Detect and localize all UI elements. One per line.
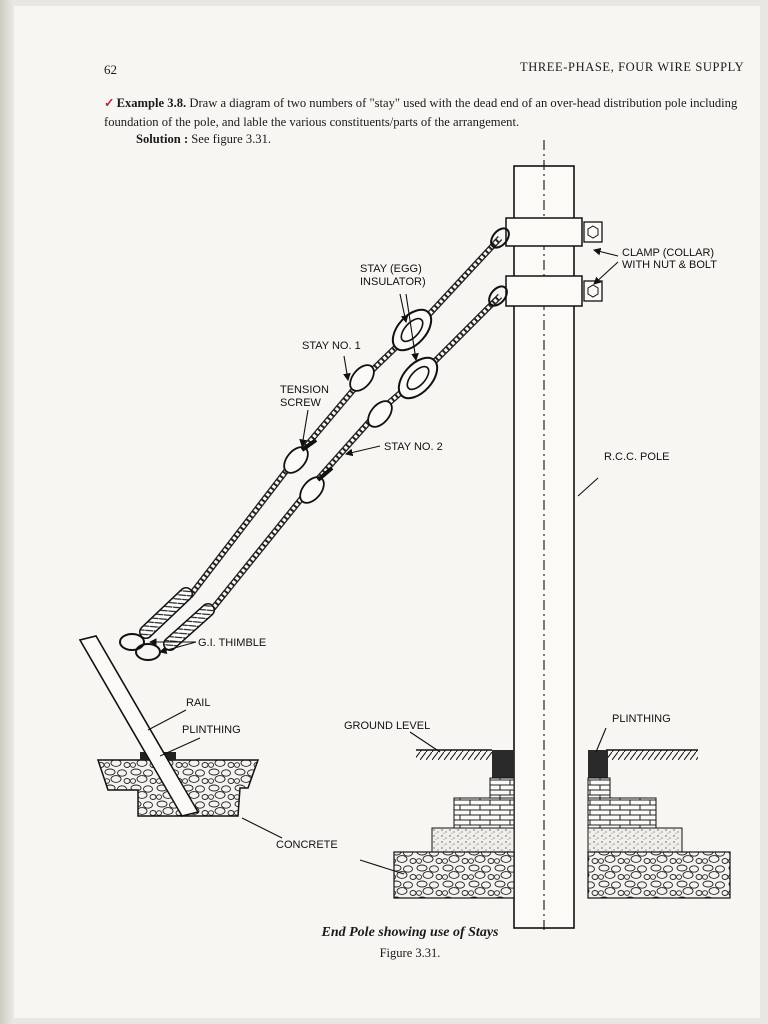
stay2-loop — [367, 400, 393, 428]
example-text: Draw a diagram of two numbers of "stay" … — [104, 96, 738, 129]
page-number: 62 — [104, 62, 117, 77]
gi-thimble-2 — [135, 643, 161, 661]
gi-thimble-1 — [119, 633, 145, 651]
solution-line: Solution : See figure 3.31. — [136, 132, 271, 147]
clamp-upper — [505, 217, 603, 247]
label-stay-insulator-2: INSULATOR) — [360, 276, 426, 288]
checkmark-icon: ✓ — [104, 96, 115, 110]
example-label: Example 3.8. — [116, 96, 187, 110]
label-plinthing-left: PLINTHING — [182, 724, 241, 736]
rcc-pole — [513, 140, 575, 930]
pole-foundation — [393, 749, 731, 899]
label-clamp-1: CLAMP (COLLAR) — [622, 247, 714, 259]
label-concrete: CONCRETE — [276, 839, 338, 851]
stay1-loop — [349, 364, 375, 392]
leader-lines — [147, 247, 619, 875]
label-gi-thimble: G.I. THIMBLE — [198, 637, 266, 649]
solution-text: See figure 3.31. — [191, 132, 272, 146]
wire-grip-1 — [139, 587, 193, 639]
label-stay-insulator-1: STAY (EGG) — [360, 263, 422, 275]
solution-label: Solution : — [136, 132, 189, 146]
label-rail: RAIL — [186, 697, 210, 709]
example-paragraph: ✓Example 3.8. Draw a diagram of two numb… — [104, 94, 754, 132]
label-tension-screw-1: TENSION — [280, 384, 329, 396]
figure-caption: End Pole showing use of Stays — [321, 925, 499, 940]
label-clamp-2: WITH NUT & BOLT — [622, 259, 717, 271]
label-plinthing-right: PLINTHING — [612, 713, 671, 725]
page-edge-shadow — [0, 0, 14, 1024]
clamp-lower — [505, 275, 603, 307]
clamp-eye-lower — [488, 285, 508, 307]
tension-screw-2 — [299, 466, 334, 504]
figure-number: Figure 3.31. — [379, 946, 441, 960]
clamp-eye-upper — [490, 227, 510, 249]
label-stay-no2: STAY NO. 2 — [384, 441, 443, 453]
label-ground-level: GROUND LEVEL — [344, 720, 430, 732]
running-title: THREE-PHASE, FOUR WIRE SUPPLY — [520, 60, 745, 74]
tension-screw-1 — [283, 438, 318, 474]
label-stay-no1: STAY NO. 1 — [302, 340, 361, 352]
label-tension-screw-2: SCREW — [280, 397, 322, 409]
wire-grip-2 — [163, 603, 215, 651]
egg-insulator-2 — [397, 356, 439, 400]
anchor-concrete-block — [78, 635, 260, 817]
stay-wire-1 — [187, 235, 503, 598]
label-rcc-pole: R.C.C. POLE — [604, 451, 669, 463]
